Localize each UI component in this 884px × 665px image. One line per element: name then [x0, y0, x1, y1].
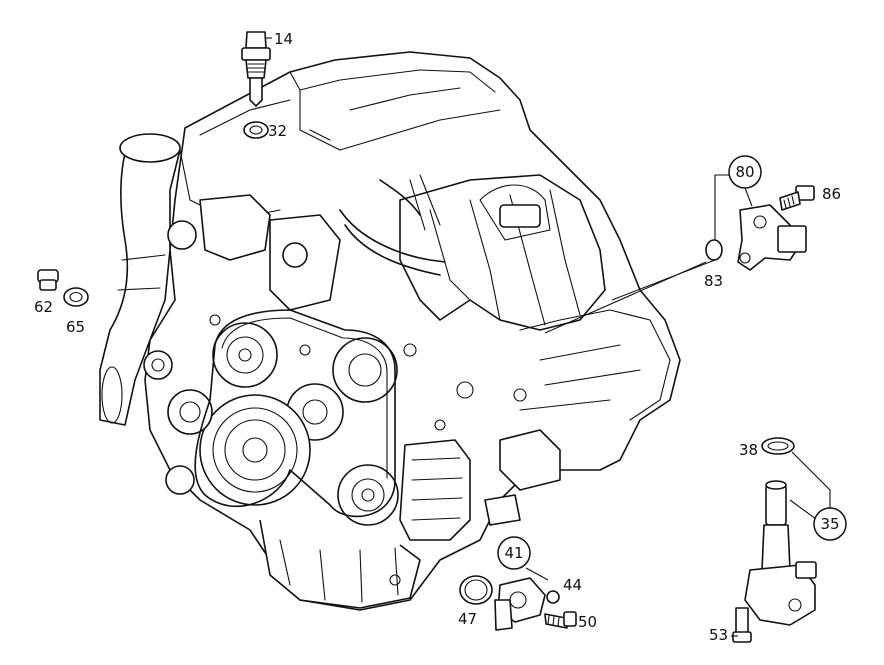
part-14-temperature-sensor: [241, 31, 272, 107]
callout-65: 65: [66, 318, 85, 336]
callout-41: 41: [504, 544, 523, 562]
engine-assembly: [99, 51, 681, 611]
part-62-plug: [37, 269, 59, 291]
callout-14: 14: [274, 30, 293, 48]
callout-47: 47: [458, 610, 477, 628]
part-32-sealing-ring: [243, 121, 269, 139]
part-80-sensor-group: [544, 174, 807, 334]
callout-35: 35: [820, 515, 839, 533]
callout-50: 50: [578, 613, 597, 631]
callout-32: 32: [268, 122, 287, 140]
callout-83: 83: [704, 272, 723, 290]
part-86-bolt: [779, 185, 815, 211]
callout-53: 53: [709, 626, 728, 644]
callout-86: 86: [822, 185, 841, 203]
callout-44: 44: [563, 576, 582, 594]
callout-38: 38: [739, 441, 758, 459]
callout-80: 80: [735, 163, 754, 181]
part-35-sensor-group: [731, 437, 831, 643]
callout-labels: 14 32 62 65 80 86 83 38 35 41 44 47 50 5…: [34, 30, 847, 644]
part-65-washer: [63, 287, 89, 307]
part-83-o-ring: [705, 239, 723, 261]
callout-35-circle: [813, 507, 847, 541]
part-41-housing-group: [459, 567, 577, 631]
callout-41-circle: [497, 536, 531, 570]
callout-80-circle: [728, 155, 762, 189]
callout-62: 62: [34, 298, 53, 316]
